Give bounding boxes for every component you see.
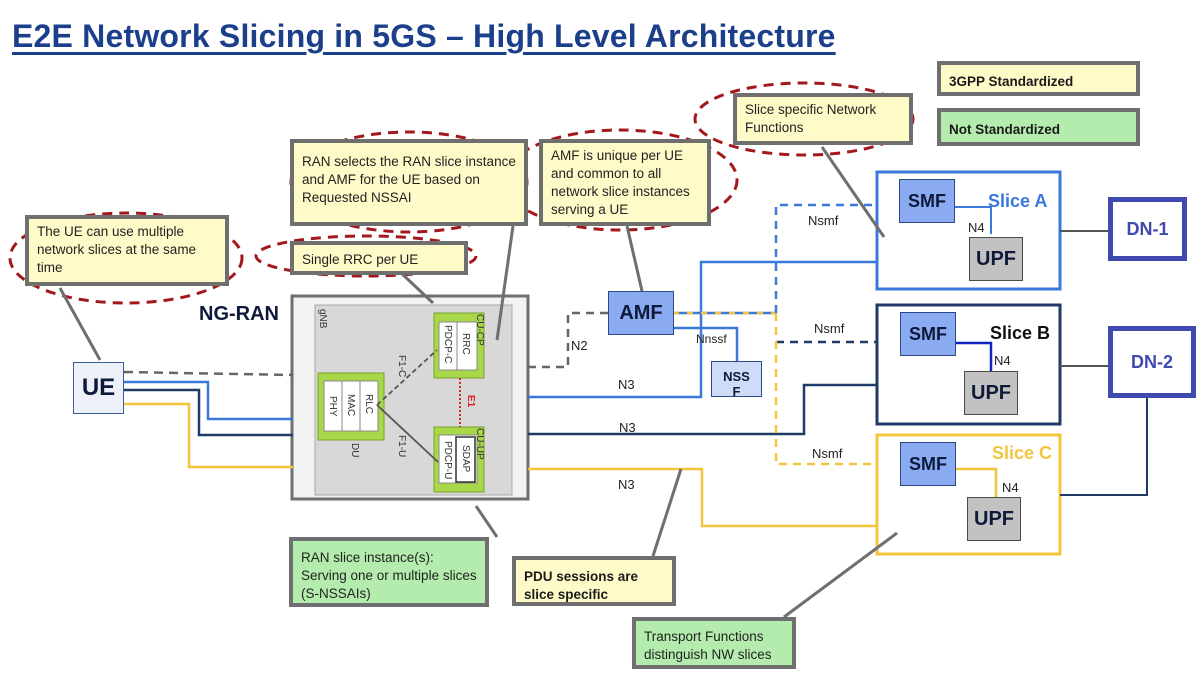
- slice-b-title: Slice B: [990, 323, 1051, 343]
- cu-cp-layers: [438, 321, 478, 371]
- n3-label-slice-b: N3: [619, 420, 636, 435]
- ng-ran-label: NG-RAN: [199, 303, 279, 325]
- slice-c-dn2-link: [1060, 396, 1148, 496]
- nsmf-label-slice-c: Nsmf: [812, 446, 843, 461]
- legend-not-standardized: Not Standardized: [937, 108, 1140, 146]
- du-layer-mac: MAC: [345, 394, 356, 417]
- callout-amf-unique: AMF is unique per UE and common to all n…: [539, 139, 711, 226]
- slice-a-upf: UPF: [969, 237, 1023, 281]
- n3-label-slice-a: N3: [618, 377, 635, 392]
- gnb-label: gNB: [317, 309, 328, 329]
- dn-2-node: DN-2: [1108, 326, 1196, 398]
- page-title: E2E Network Slicing in 5GS – High Level …: [12, 18, 836, 54]
- nsmf-label-slice-a: Nsmf: [808, 213, 839, 228]
- n2-link: [528, 311, 608, 369]
- slice-b-n4-label: N4: [994, 353, 1011, 368]
- slice-a-n4-label: N4: [968, 220, 985, 235]
- slice-c-smf: SMF: [900, 442, 956, 486]
- f1-u-label: F1-U: [396, 435, 407, 458]
- callout-single-rrc: Single RRC per UE: [290, 241, 468, 275]
- callout-ran-slice-instances: RAN slice instance(s): Serving one or mu…: [289, 537, 489, 607]
- e1-label: E1: [465, 395, 476, 408]
- n3-slice-a: [528, 260, 877, 399]
- nsmf-label-slice-b: Nsmf: [814, 321, 845, 336]
- callout-pdu-sessions: PDU sessions are slice specific: [512, 556, 676, 606]
- du-layer-phy: PHY: [327, 396, 338, 417]
- cu-cp-label: CU-CP: [474, 314, 485, 346]
- f1-c-link: [376, 349, 438, 406]
- ue-slice-c-link: [124, 402, 293, 469]
- cu-up-layer-sdap: SDAP: [460, 445, 471, 473]
- n4-slice-c: [953, 467, 998, 497]
- ue-slice-b-link: [124, 388, 293, 437]
- dn-1-node: DN-1: [1108, 197, 1187, 261]
- du-label: DU: [349, 443, 360, 458]
- callout-transport: Transport Functions distinguish NW slice…: [632, 617, 796, 669]
- ue-control-link: [123, 370, 294, 377]
- du-layers: [323, 380, 379, 432]
- nnssf-label: Nnssf: [696, 332, 727, 346]
- callout-slice-specific-nf: Slice specific Network Functions: [733, 93, 913, 145]
- cu-cp-layer-rrc: RRC: [460, 333, 471, 355]
- ue-slice-a-link: [124, 380, 293, 421]
- nssf-node: NSS F: [711, 361, 762, 399]
- cu-up-layer-pdcp-u: PDCP-U: [442, 441, 453, 480]
- slice-a-smf: SMF: [899, 179, 955, 223]
- n3-slice-b: [528, 383, 877, 436]
- callout-ue-multiple-slices: The UE can use multiple network slices a…: [25, 215, 229, 286]
- ue-node: UE: [73, 362, 124, 414]
- n3-label-slice-c: N3: [618, 477, 635, 492]
- slice-c-upf: UPF: [967, 497, 1021, 541]
- nsmf-slice-a: [774, 203, 877, 313]
- f1-u-link: [376, 404, 439, 463]
- callout-ran-selects: RAN selects the RAN slice instance and A…: [290, 139, 528, 226]
- n4-slice-a: [953, 206, 992, 234]
- slice-c-n4-label: N4: [1002, 480, 1019, 495]
- slice-a-title: Slice A: [988, 191, 1048, 211]
- du-layer-rlc: RLC: [363, 394, 374, 415]
- n2-label: N2: [571, 338, 588, 353]
- slice-b-upf: UPF: [964, 371, 1018, 415]
- slice-b-smf: SMF: [900, 312, 956, 356]
- n3-slice-c: [528, 467, 877, 528]
- callout-pointers: [58, 146, 898, 619]
- nnssf-link: [673, 326, 739, 362]
- cu-cp-layer-pdcp-c: PDCP-C: [442, 325, 453, 364]
- legend-standardized: 3GPP Standardized: [937, 61, 1140, 96]
- cu-up-label: CU-UP: [474, 428, 485, 460]
- amf-node: AMF: [608, 291, 674, 335]
- slice-c-title: Slice C: [992, 443, 1053, 463]
- n4-slice-b: [953, 341, 993, 371]
- f1-c-label: F1-C: [396, 355, 407, 378]
